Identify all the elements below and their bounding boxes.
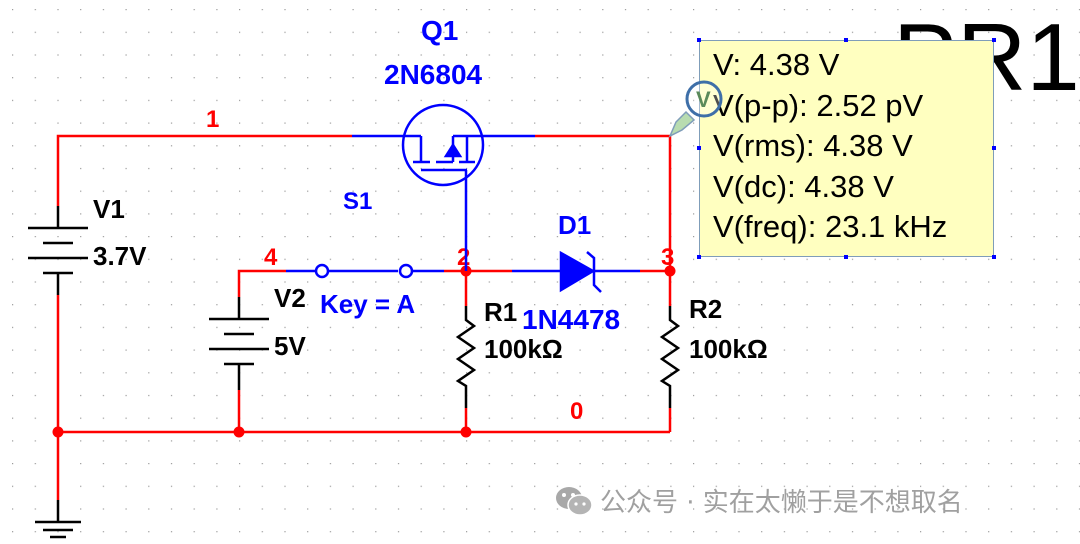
- r1-ref: R1: [484, 297, 517, 327]
- watermark-text: 公众号 · 实在太懒于是不想取名: [600, 488, 963, 518]
- r2-ref: R2: [689, 294, 722, 324]
- v2-value: 5V: [274, 331, 306, 361]
- junction-dot: [52, 426, 64, 438]
- switch-s1[interactable]: [286, 263, 444, 279]
- mosfet-q1[interactable]: [352, 103, 535, 271]
- selection-handle[interactable]: [992, 255, 996, 259]
- junction-dot: [664, 265, 676, 277]
- probe-vrms: V(rms): 4.38 V: [713, 128, 913, 163]
- battery-v1[interactable]: [28, 206, 88, 295]
- probe-vfreq: V(freq): 23.1 kHz: [713, 209, 948, 244]
- s1-ref: S1: [343, 188, 372, 215]
- r1-value: 100kΩ: [484, 334, 563, 364]
- q1-ref: Q1: [421, 15, 458, 46]
- ground-symbol: [35, 500, 81, 539]
- selection-handle[interactable]: [697, 255, 701, 259]
- selection-handle[interactable]: [992, 146, 996, 150]
- voltage-probe-pointer[interactable]: [668, 110, 696, 138]
- probe-icon-letter: V: [696, 87, 711, 112]
- resistor-r2[interactable]: [659, 306, 681, 408]
- net-label-4: 4: [264, 244, 278, 271]
- probe-voltage: V: 4.38 V: [713, 47, 840, 82]
- selection-handle[interactable]: [992, 38, 996, 42]
- selection-handle[interactable]: [844, 255, 848, 259]
- watermark: 公众号 · 实在太懒于是不想取名: [554, 482, 963, 519]
- probe-readout-box[interactable]: V: 4.38 V V(p-p): 2.52 pV V(rms): 4.38 V…: [699, 40, 994, 257]
- net-label-3: 3: [661, 244, 674, 271]
- v1-ref: V1: [93, 194, 125, 224]
- resistor-r1[interactable]: [455, 306, 477, 408]
- wire-net-4[interactable]: [237, 269, 286, 297]
- d1-model: 1N4478: [522, 304, 620, 335]
- wechat-icon: [556, 486, 593, 516]
- selection-handle[interactable]: [697, 146, 701, 150]
- probe-icon[interactable]: V: [683, 78, 725, 120]
- r2-value: 100kΩ: [689, 334, 768, 364]
- probe-vpp: V(p-p): 2.52 pV: [713, 87, 924, 123]
- q1-model: 2N6804: [384, 59, 483, 90]
- junction-dot: [460, 426, 472, 438]
- selection-handle[interactable]: [697, 38, 701, 42]
- zener-d1[interactable]: [512, 250, 640, 293]
- net-label-2: 2: [457, 244, 470, 271]
- wire-net-1[interactable]: [56, 134, 352, 206]
- v2-ref: V2: [274, 283, 306, 313]
- probe-vdc: V(dc): 4.38 V: [713, 168, 894, 204]
- d1-ref: D1: [558, 210, 591, 240]
- s1-key: Key = A: [320, 289, 415, 319]
- battery-v2[interactable]: [209, 297, 269, 390]
- selection-handle[interactable]: [844, 38, 848, 42]
- v1-value: 3.7V: [93, 241, 147, 271]
- junction-dot: [233, 426, 245, 438]
- net-label-0: 0: [570, 398, 583, 425]
- junctions: [52, 265, 676, 438]
- net-label-1: 1: [206, 106, 219, 133]
